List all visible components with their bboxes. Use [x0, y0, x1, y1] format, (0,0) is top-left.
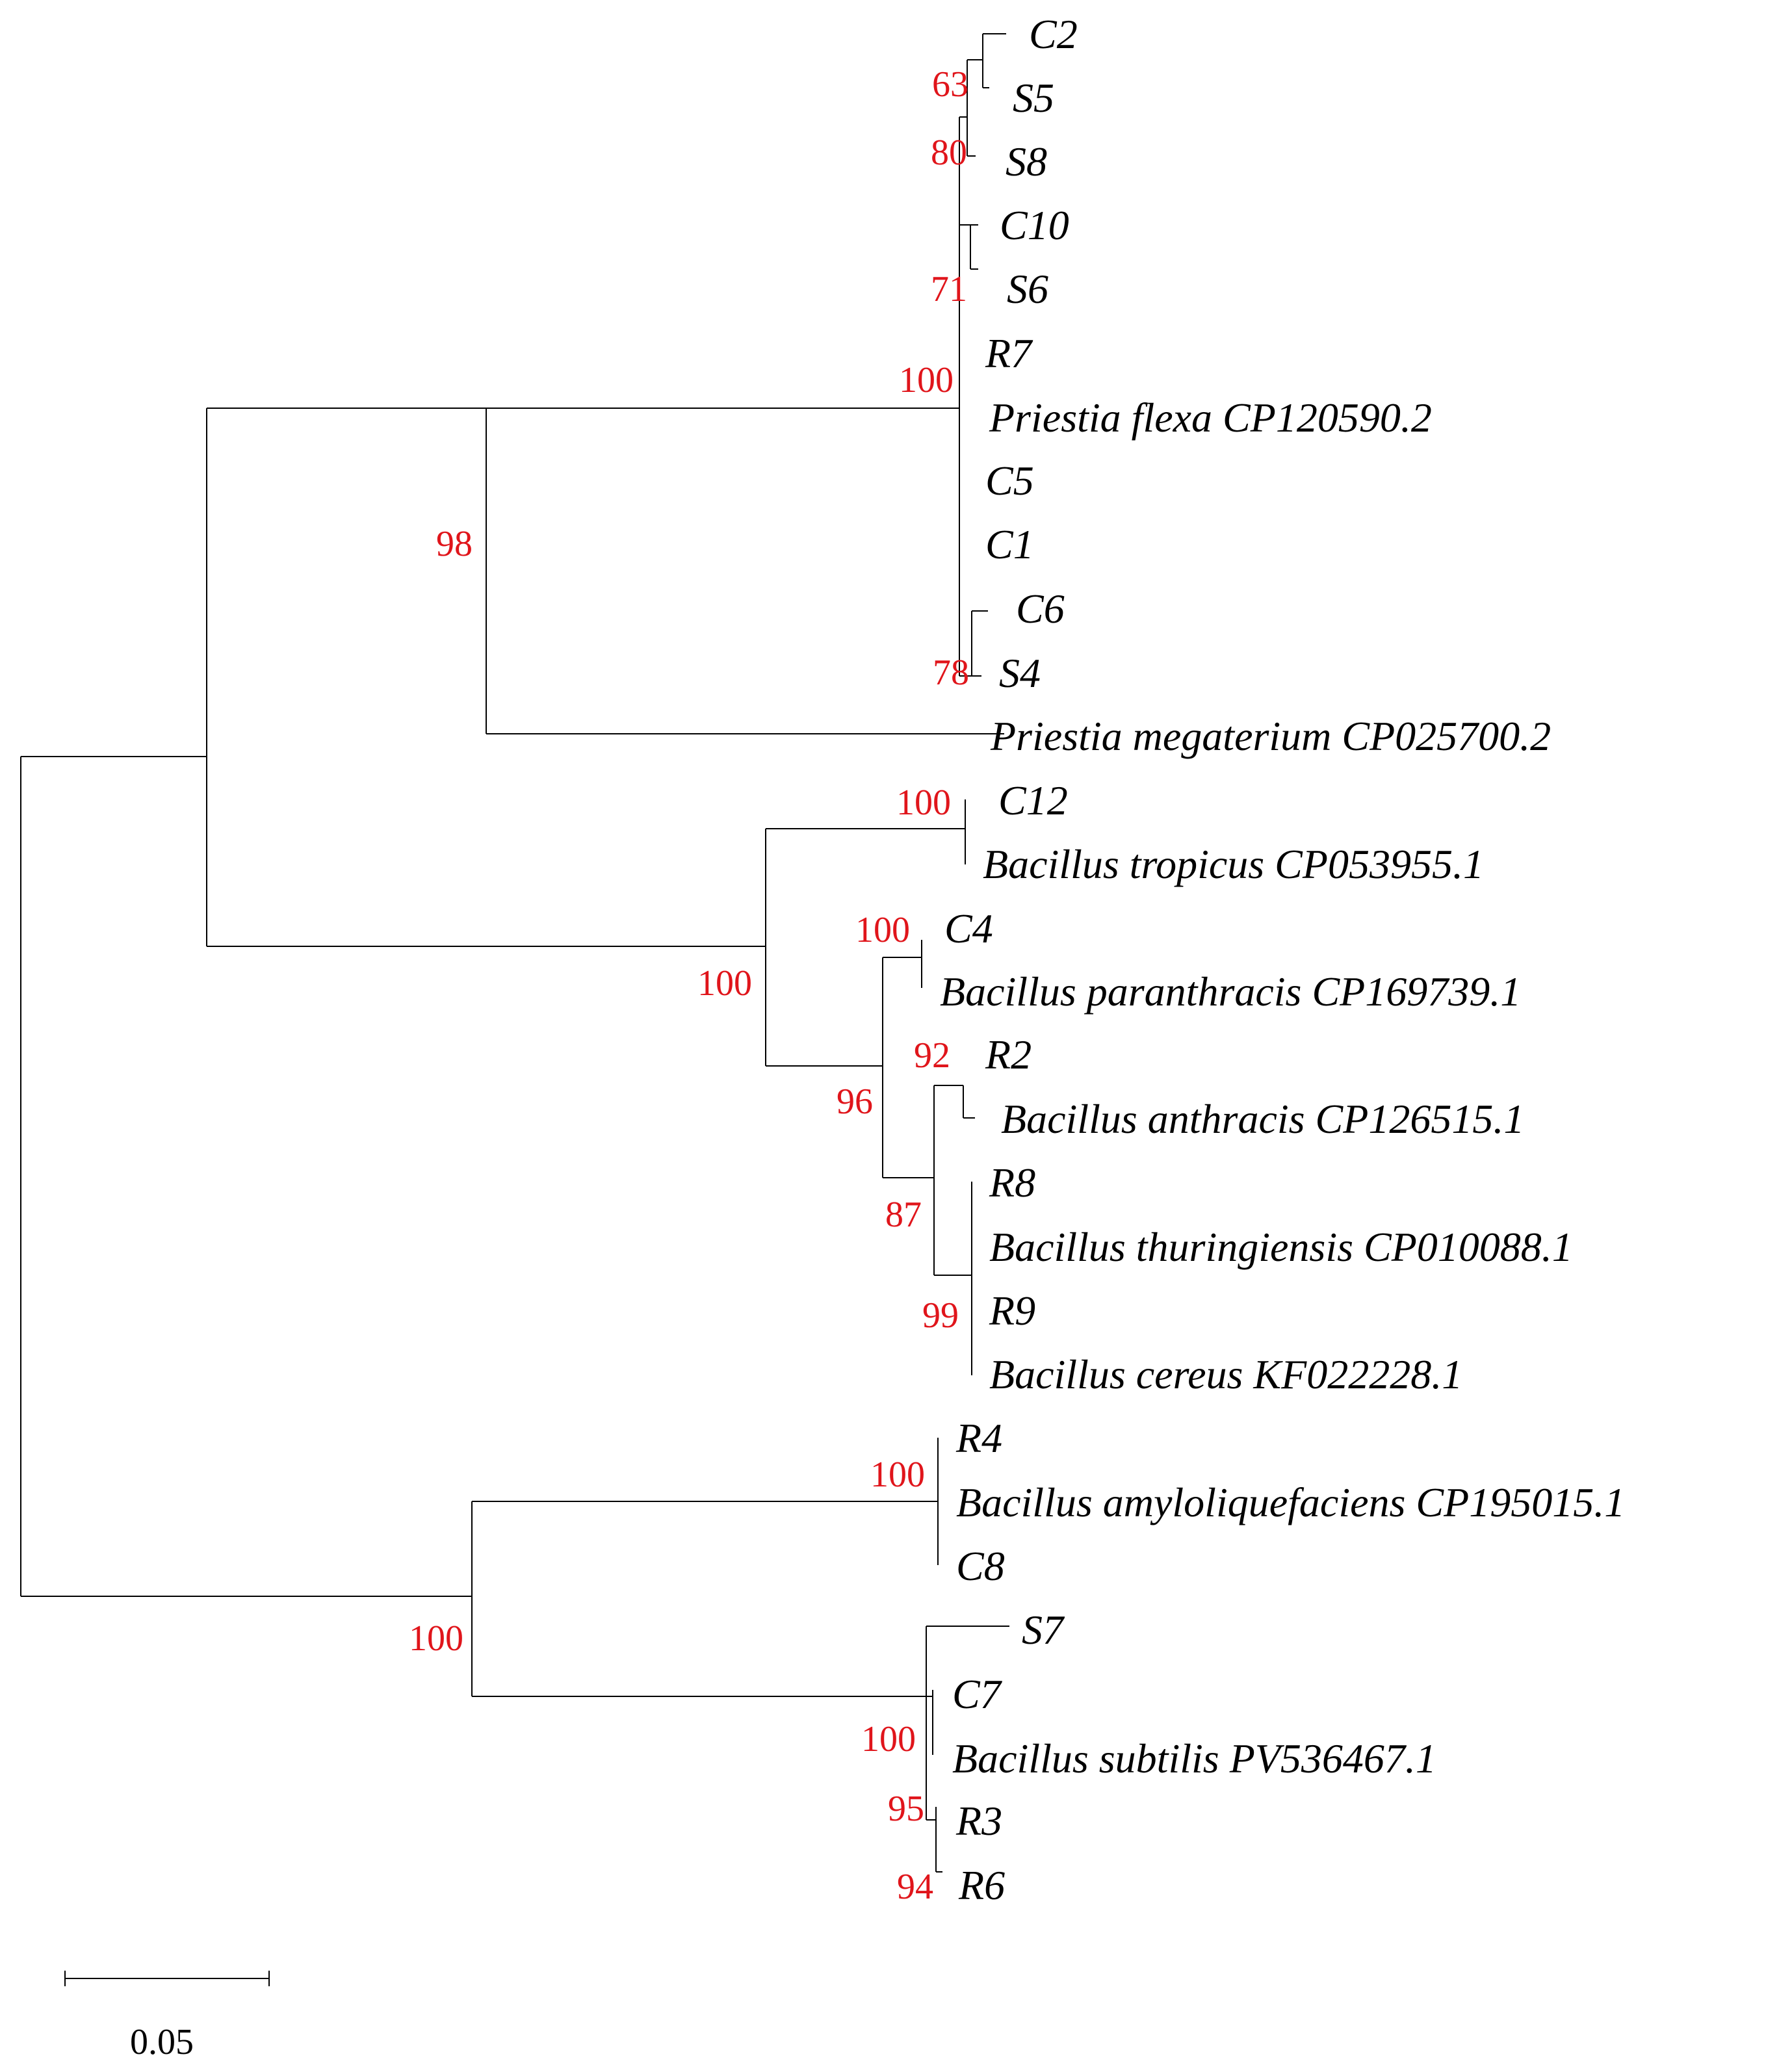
support-value: 92: [914, 1035, 950, 1076]
leaf-label: S8: [1006, 138, 1047, 185]
leaf-label: C4: [944, 905, 993, 952]
leaf-label: C8: [956, 1543, 1005, 1589]
support-value: 78: [933, 653, 969, 693]
support-value: 100: [409, 1618, 463, 1659]
leaf-label: R6: [958, 1862, 1005, 1908]
leaf-label: R2: [985, 1031, 1032, 1078]
support-value: 87: [885, 1195, 922, 1235]
leaf-label: Bacillus thuringiensis CP010088.1: [989, 1224, 1573, 1270]
support-value: 100: [870, 1455, 925, 1495]
leaf-label: S7: [1022, 1607, 1065, 1653]
leaf-label: Bacillus tropicus CP053955.1: [983, 841, 1484, 887]
support-value: 94: [897, 1867, 933, 1907]
leaf-label: C2: [1029, 11, 1078, 57]
support-value: 71: [931, 269, 967, 309]
scale-bar: 0.05: [64, 1971, 270, 2061]
support-value: 100: [896, 783, 951, 823]
support-value: 96: [837, 1082, 873, 1122]
leaf-label: Bacillus subtilis PV536467.1: [952, 1735, 1436, 1782]
leaf-label: C1: [985, 521, 1034, 567]
leaf-label: Priestia megaterium CP025700.2: [990, 713, 1551, 759]
support-value: 80: [931, 133, 967, 173]
leaf-label: Bacillus paranthracis CP169739.1: [940, 968, 1521, 1015]
leaf-label: C7: [952, 1671, 1003, 1717]
support-value: 100: [855, 910, 910, 950]
leaf-label: C12: [998, 777, 1068, 823]
support-values: 63 80 71 100 98 78 100 100 100 92 96 87 …: [409, 64, 969, 1907]
support-value: 99: [922, 1295, 959, 1336]
leaf-label: S4: [999, 650, 1041, 696]
leaf-label: R3: [955, 1798, 1002, 1844]
tree-branches: [20, 33, 1009, 1873]
leaf-label: R9: [989, 1288, 1035, 1334]
leaf-label: R8: [989, 1160, 1035, 1206]
support-value: 95: [888, 1789, 924, 1829]
leaf-label: Bacillus anthracis CP126515.1: [1001, 1096, 1524, 1142]
leaf-label: Bacillus amyloliquefaciens CP195015.1: [956, 1479, 1625, 1525]
leaf-label: Priestia flexa CP120590.2: [989, 395, 1432, 441]
leaf-label: C6: [1016, 586, 1065, 632]
leaf-label: C5: [985, 458, 1034, 504]
support-value: 63: [932, 64, 968, 105]
leaf-labels: C2 S5 S8 C10 S6 R7 Priestia flexa CP1205…: [940, 11, 1625, 1908]
support-value: 98: [436, 524, 473, 564]
scale-bar-label: 0.05: [130, 2022, 194, 2061]
leaf-label: S5: [1013, 75, 1054, 121]
leaf-label: Bacillus cereus KF022228.1: [989, 1351, 1462, 1397]
support-value: 100: [899, 360, 954, 400]
leaf-label: R7: [985, 330, 1033, 376]
leaf-label: R4: [955, 1415, 1002, 1461]
leaf-label: C10: [1000, 202, 1069, 248]
leaf-label: S6: [1007, 266, 1048, 312]
support-value: 100: [861, 1719, 916, 1759]
support-value: 100: [697, 963, 752, 1004]
